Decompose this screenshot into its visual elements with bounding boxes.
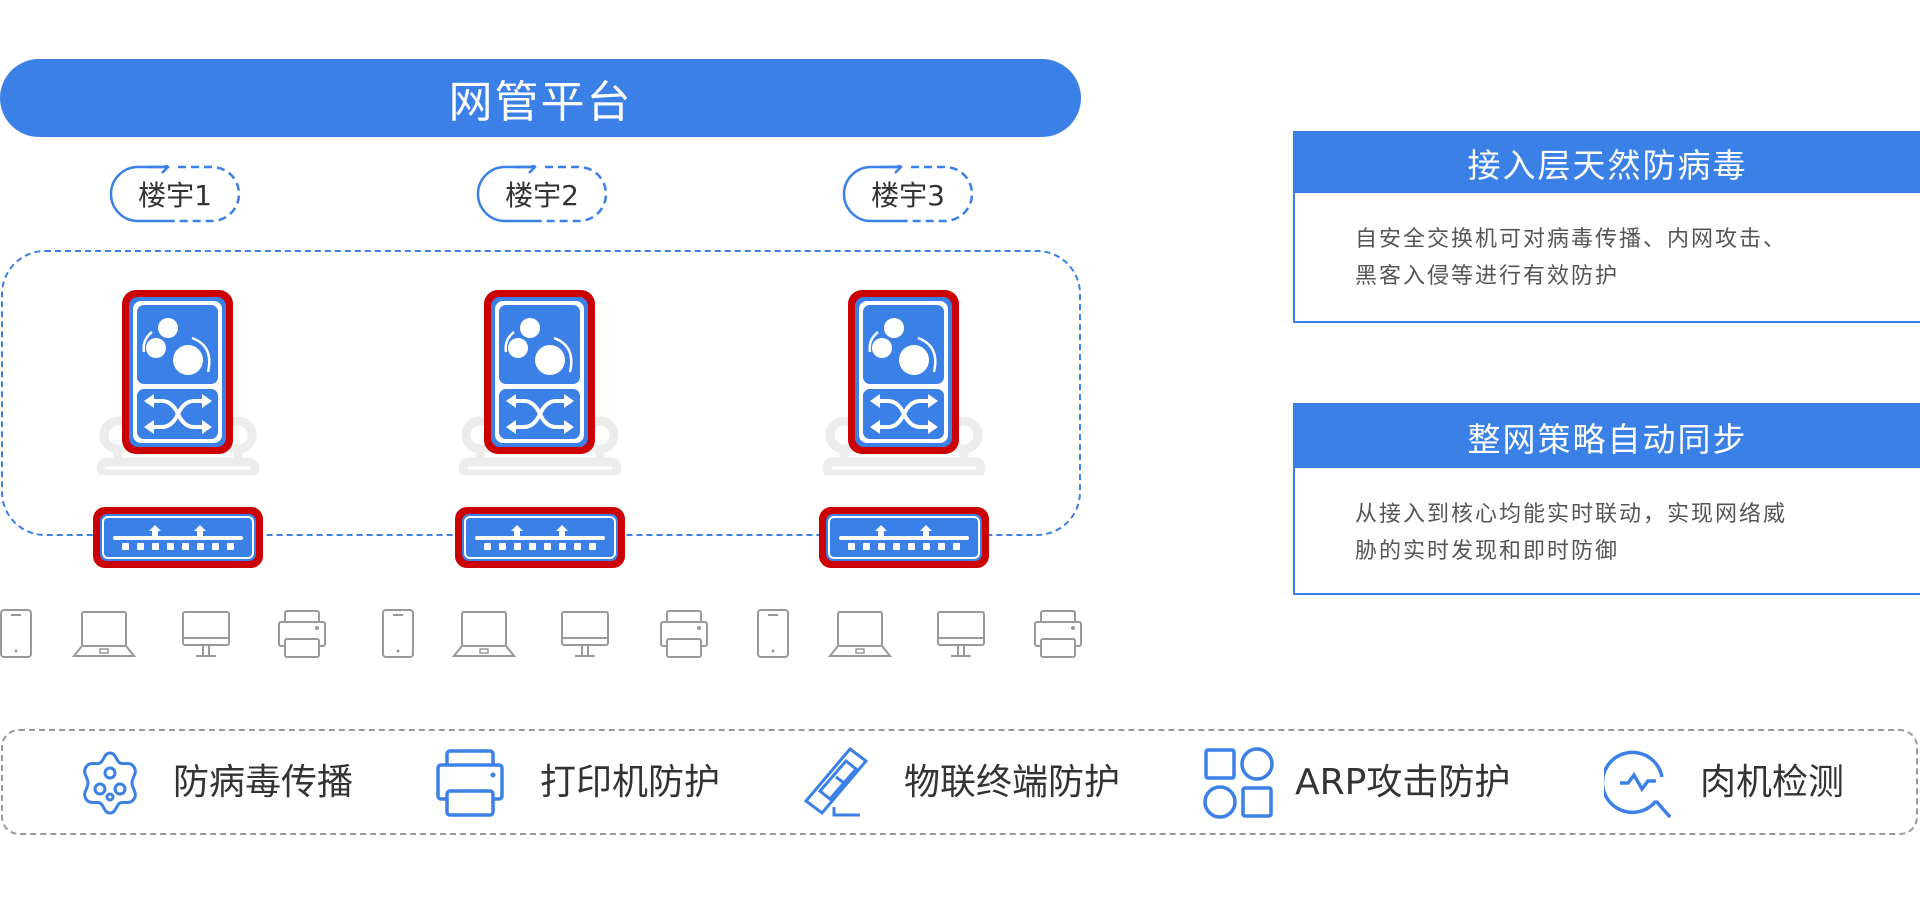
panel-text-line: 从接入到核心均能实时联动，实现网络威 (1355, 502, 1788, 527)
virus-icon (83, 751, 137, 815)
monitor-icon (937, 609, 987, 659)
laptop-icon (828, 609, 892, 659)
access-switch-3-icon (819, 507, 989, 568)
access-switch-1-icon (93, 507, 263, 568)
network-management-platform: 网管平台 (0, 59, 1081, 137)
panel-title: 整网策略自动同步 (1295, 405, 1920, 468)
feature-label: 物联终端防护 (904, 762, 1121, 803)
access-layer-antivirus-panel: 接入层天然防病毒 自安全交换机可对病毒传播、内网攻击、黑客入侵等进行有效防护 (1293, 131, 1920, 323)
phone-icon (0, 609, 50, 659)
printer-icon (436, 749, 504, 817)
core-switch-3-icon (822, 290, 986, 475)
laptop-icon (452, 609, 516, 659)
access-switch-2-icon (455, 507, 625, 568)
panel-title: 接入层天然防病毒 (1295, 133, 1920, 193)
core-switch-1-icon (96, 290, 260, 475)
building-3-label: 楼宇3 (841, 165, 975, 223)
shapes-icon (1203, 747, 1274, 819)
monitor-icon (561, 609, 611, 659)
core-switch-2-icon (458, 290, 622, 475)
iot-terminal-icon (803, 747, 869, 817)
policy-sync-panel: 整网策略自动同步 从接入到核心均能实时联动，实现网络威胁的实时发现和即时防御 (1293, 403, 1920, 595)
monitor-icon (182, 609, 232, 659)
feature-label: 打印机防护 (540, 762, 721, 803)
building-1-label: 楼宇1 (108, 165, 242, 223)
magnifier-pulse-icon (1604, 750, 1672, 819)
panel-text-line: 胁的实时发现和即时防御 (1355, 539, 1620, 564)
feature-label: 防病毒传播 (173, 762, 354, 803)
building-label: 楼宇1 (138, 179, 212, 212)
building-label: 楼宇3 (871, 179, 945, 212)
phone-icon (757, 609, 807, 659)
features-bar (1, 729, 1918, 835)
laptop-icon (72, 609, 136, 659)
building-2-label: 楼宇2 (475, 165, 609, 223)
feature-label: 肉机检测 (1700, 762, 1845, 803)
phone-icon (382, 609, 432, 659)
building-label: 楼宇2 (505, 179, 579, 212)
feature-label: ARP攻击防护 (1295, 762, 1511, 803)
printer-icon (1034, 609, 1084, 659)
printer-icon (278, 609, 328, 659)
printer-icon (660, 609, 710, 659)
platform-title: 网管平台 (448, 77, 633, 128)
panel-text-line: 黑客入侵等进行有效防护 (1355, 264, 1620, 289)
panel-text-line: 自安全交换机可对病毒传播、内网攻击、 (1355, 227, 1788, 252)
